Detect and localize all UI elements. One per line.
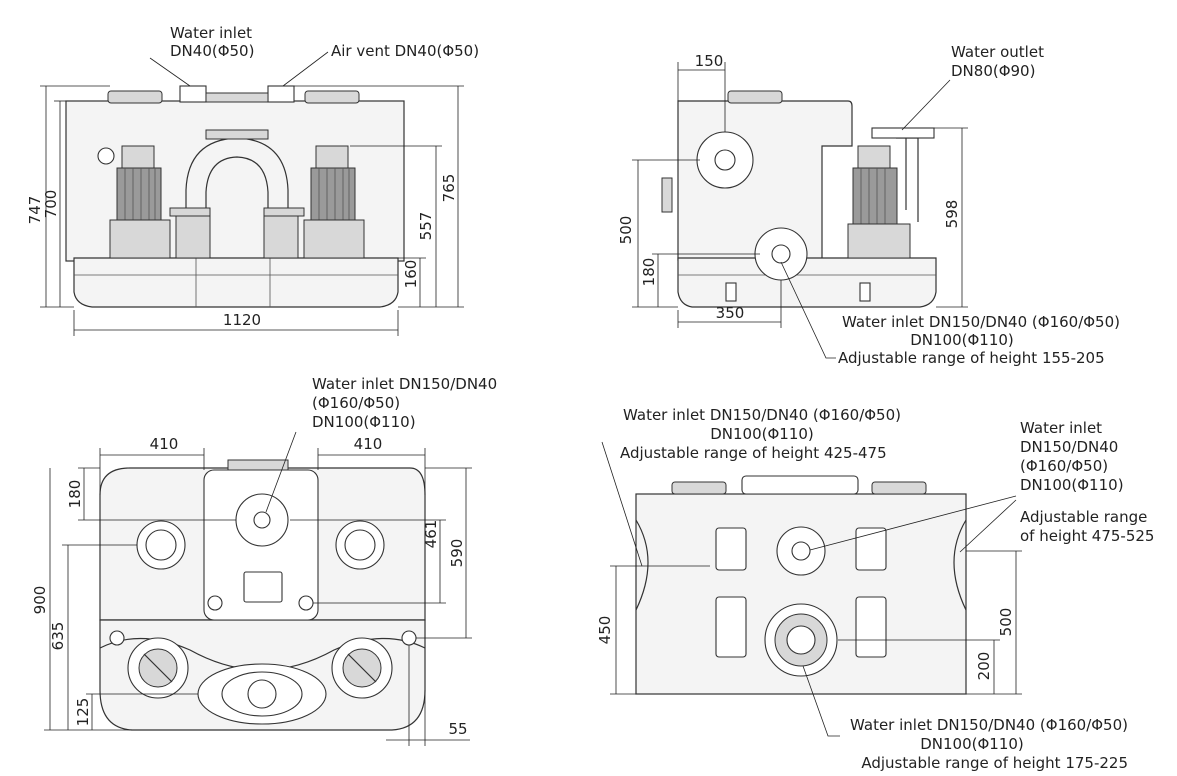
front-pump-right [303,145,365,259]
side-dim-150: 150 [695,52,724,70]
side-base [677,257,937,308]
front-air-vent-label: Air vent DN40(Φ50) [331,42,479,60]
back-right-inlet-line1: Water inlet [1020,419,1102,437]
front-water-inlet-label: Water inlet [170,24,252,42]
back-handle-left [671,481,727,495]
top-pump-cover-right [331,637,393,699]
back-bottom-inlet-line1: Water inlet DN150/DN40 (Φ160/Φ50) [850,716,1128,734]
back-handle-right [871,481,927,495]
side-inlet-line1: Water inlet DN150/DN40 (Φ160/Φ50) [842,313,1120,331]
side-inlet-line3: Adjustable range of height 155-205 [838,349,1105,367]
front-handle-left [107,90,163,104]
side-handle [727,90,783,104]
side-water-outlet-label: Water outlet [951,43,1044,61]
back-lower-inlet [764,603,838,677]
front-pump-left [109,145,171,259]
top-dim-180: 180 [66,480,84,509]
back-bottom-inlet-line2: DN100(Φ110) [920,735,1024,753]
top-dim-900: 900 [31,586,49,615]
front-air-vent-stub [267,85,295,103]
back-left-inlet-line1: Water inlet DN150/DN40 (Φ160/Φ50) [623,406,901,424]
front-water-inlet-stub [179,85,207,103]
side-pump [847,137,919,259]
side-dim-180: 180 [640,258,658,287]
back-right-range-line1: Adjustable range [1020,508,1147,526]
back-right-inlet-line2: DN150/DN40 [1020,438,1118,456]
back-right-range-line2: of height 475-525 [1020,527,1154,545]
back-right-inlet-line4: DN100(Φ110) [1020,476,1124,494]
front-handle-right [304,90,360,104]
front-dim-557: 557 [417,212,435,241]
top-dim-635: 635 [49,622,67,651]
side-dim-500: 500 [617,216,635,245]
top-panel-window [243,571,283,603]
side-inlet-line2: DN100(Φ110) [910,331,1014,349]
back-bottom-inlet-line3: Adjustable range of height 175-225 [861,754,1128,772]
back-dim-200: 200 [975,652,993,681]
top-dim-590: 590 [448,539,466,568]
side-view [632,62,968,359]
side-water-outlet-flange [871,127,935,139]
back-dim-500: 500 [997,608,1015,637]
side-water-outlet-dn: DN80(Φ90) [951,62,1035,80]
side-dim-350: 350 [716,304,745,322]
front-dim-765: 765 [440,174,458,203]
front-view [40,51,464,336]
top-dim-125: 125 [74,698,92,727]
front-base [73,257,399,308]
top-view [44,431,472,746]
back-dim-450: 450 [596,616,614,645]
top-dim-410-left: 410 [150,435,179,453]
back-right-inlet-line3: (Φ160/Φ50) [1020,457,1108,475]
top-dim-410-right: 410 [354,435,383,453]
back-left-inlet-line3: Adjustable range of height 425-475 [620,444,887,462]
top-discharge-flange [197,663,327,725]
top-inlet-line2: (Φ160/Φ50) [312,394,400,412]
top-pump-cover-left [127,637,189,699]
top-dim-55: 55 [448,720,467,738]
front-dim-1120: 1120 [223,311,261,329]
front-dim-700: 700 [42,190,60,219]
front-dim-160: 160 [402,260,420,289]
front-dim-747: 747 [26,196,44,225]
back-view [601,441,1022,737]
top-inlet-line1: Water inlet DN150/DN40 [312,375,497,393]
side-dim-598: 598 [943,200,961,229]
top-inlet-line3: DN100(Φ110) [312,413,416,431]
front-water-inlet-dn: DN40(Φ50) [170,42,254,60]
top-dim-461: 461 [422,520,440,549]
back-left-inlet-line2: DN100(Φ110) [710,425,814,443]
